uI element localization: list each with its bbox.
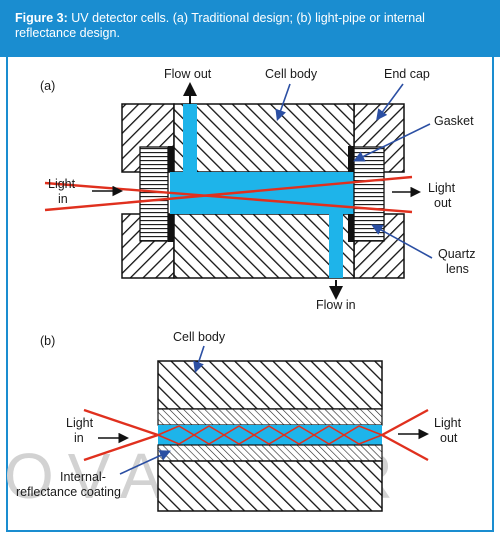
- gasket-bottom-left: [168, 214, 174, 242]
- figure-label: Figure 3:: [15, 11, 68, 25]
- figure-frame: [6, 57, 494, 532]
- light-out-label-b-line1: Light: [434, 416, 462, 430]
- reflected-ray-2: [157, 425, 383, 445]
- flow-out-port: [183, 104, 197, 172]
- cell-body-top-b: [157, 360, 383, 410]
- light-in-label-a-line1: Light: [48, 177, 76, 191]
- reflectance-coating-bottom: [157, 444, 383, 462]
- light-in-label-a-line2: in: [58, 192, 68, 206]
- quartz-lens-right: [353, 146, 385, 242]
- panel-b: (b) Cell body Light in Light out: [16, 330, 462, 512]
- light-ray-out-upper: [381, 408, 429, 437]
- quartz-lens-label-line2: lens: [446, 262, 469, 276]
- cell-body-leader-b: [193, 345, 205, 374]
- gasket-leader: [353, 123, 431, 162]
- cell-body-leader-a: [275, 83, 291, 122]
- gasket-label: Gasket: [434, 114, 474, 128]
- light-ray-1: [44, 181, 413, 214]
- panel-b-tag: (b): [40, 334, 55, 348]
- light-in-label-b-line1: Light: [66, 416, 94, 430]
- figure-caption: Figure 3: UV detector cells. (a) Traditi…: [0, 0, 500, 57]
- reflected-ray-1: [157, 425, 383, 445]
- gasket-top-right: [348, 146, 354, 172]
- panel-a-tag: (a): [40, 79, 55, 93]
- cell-body-bottom-b: [157, 460, 383, 512]
- panel-a: (a): [40, 67, 476, 312]
- cell-body-label-b: Cell body: [173, 330, 226, 344]
- quartz-lens-label-line1: Quartz: [438, 247, 476, 261]
- end-cap-label: End cap: [384, 67, 430, 81]
- fluid-channel: [170, 172, 358, 214]
- light-out-label-a-line1: Light: [428, 181, 456, 195]
- light-pipe-channel: [158, 425, 382, 445]
- reflectance-coating-top: [157, 408, 383, 426]
- flow-in-port: [329, 214, 343, 278]
- cell-body-bottom: [173, 213, 355, 279]
- caption-text: UV detector cells. (a) Traditional desig…: [15, 11, 425, 40]
- quartz-lens-left: [139, 146, 169, 242]
- coating-leader: [119, 450, 171, 475]
- end-cap-leader: [376, 83, 404, 121]
- light-in-label-b-line2: in: [74, 431, 84, 445]
- light-ray-2: [44, 175, 413, 212]
- cell-body-label-a: Cell body: [265, 67, 318, 81]
- gasket-bottom-right: [348, 214, 354, 242]
- quartz-lens-leader: [371, 224, 433, 259]
- flow-out-label: Flow out: [164, 67, 212, 81]
- flow-in-label: Flow in: [316, 298, 356, 312]
- light-ray-in-upper: [83, 408, 159, 437]
- light-out-label-a-line2: out: [434, 196, 452, 210]
- light-ray-in-lower: [83, 433, 159, 462]
- coating-label-line1: Internal-: [60, 470, 106, 484]
- light-ray-out-lower: [381, 433, 429, 462]
- gasket-top-left: [168, 146, 174, 172]
- light-out-label-b-line2: out: [440, 431, 458, 445]
- coating-label-line2: reflectance coating: [16, 485, 121, 499]
- cell-body-top: [173, 103, 355, 173]
